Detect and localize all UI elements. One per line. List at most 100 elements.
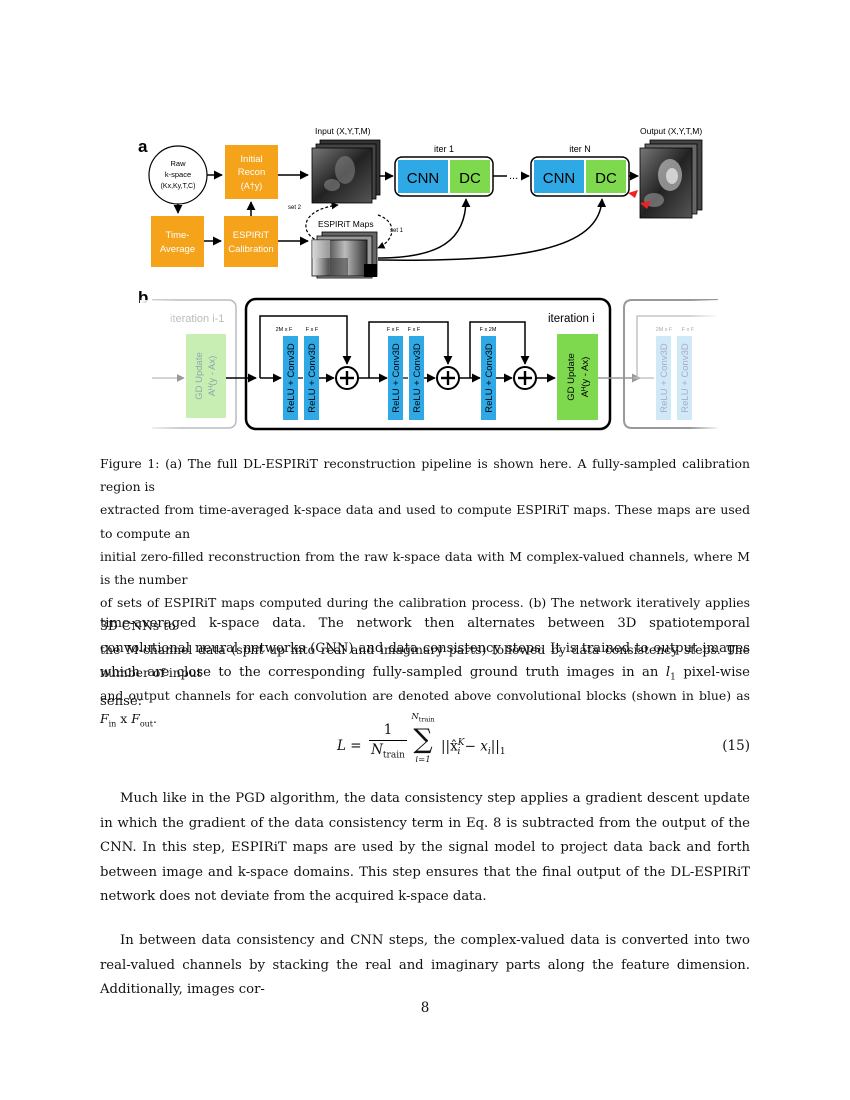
eq-term-rest-sub: i [487, 747, 491, 758]
ch-label-4: F x F [408, 327, 421, 333]
time-average-box: Time- Average [151, 216, 204, 267]
conv-label-2: ReLU + Conv3D [307, 343, 318, 413]
next-conv-label-1: ReLU + Conv3D [659, 343, 670, 413]
conv-block-3 [388, 336, 403, 420]
eq-lhs: L = [337, 738, 362, 754]
body-paragraph-3: In between data consistency and CNN step… [100, 929, 750, 1003]
prev-gd-update-line1: GD Update [194, 352, 205, 400]
iterN-cnn-label: CNN [543, 170, 576, 187]
panel-a: a Raw k-space (Kx,Ky,T,C) Initial Recon … [138, 126, 703, 279]
espirit-calibration-box: ESPIRiT Calibration [224, 216, 278, 267]
output-image-stack [628, 139, 703, 219]
add-node-3 [513, 366, 537, 390]
next-ch-label-1: 2M x F [656, 327, 673, 333]
input-label: Input (X,Y,T,M) [315, 126, 371, 136]
add-node-1 [335, 366, 359, 390]
prev-iteration-label: iteration i-1 [170, 313, 224, 325]
figure-1: a Raw k-space (Kx,Ky,T,C) Initial Recon … [138, 126, 720, 431]
espirit-calibration-line1: ESPIRiT [233, 230, 270, 241]
equation-15: L = 1 Ntrain Ntrain ∑ i=1 ||x̂Ki − xi||1… [100, 712, 750, 778]
conv-block-5 [481, 336, 496, 420]
iterN-block: CNN DC [530, 156, 630, 197]
eq-numerator: 1 [383, 722, 393, 738]
caption-last-line-text: and output channels for each convolution… [100, 688, 750, 704]
body-paragraph-1: time-averaged k-space data. The network … [100, 612, 750, 715]
iter1-cnn-label: CNN [407, 170, 440, 187]
initial-recon-line2: Recon [238, 167, 265, 178]
conv-label-4: ReLU + Conv3D [412, 343, 423, 413]
gd-update-block [557, 334, 598, 420]
time-average-line2: Average [160, 244, 195, 255]
ch-label-3: F x F [387, 327, 400, 333]
ch-label-2: F x F [306, 327, 319, 333]
page-number: 8 [420, 1000, 430, 1016]
prev-gd-update-line2: Aᴴ(y - Ax) [207, 356, 218, 397]
times-separator: x [116, 711, 132, 727]
l1-subscript: 1 [670, 672, 676, 683]
next-conv-block-2 [677, 336, 692, 420]
eq-sum: Ntrain ∑ i=1 [409, 712, 437, 765]
next-ch-label-2: F x F [682, 327, 695, 333]
raw-kspace-line3: (Kx,Ky,T,C) [161, 183, 196, 190]
espirit-calibration-line2: Calibration [228, 244, 273, 255]
ch-label-5: F x 2M [480, 327, 497, 333]
iteration-i-label: iteration i [548, 313, 595, 325]
panel-b: b iteration i-1 GD Update Aᴴ(y - Ax) ite… [138, 288, 720, 431]
eq-term-sup: K [457, 738, 465, 748]
raw-kspace-node: Raw k-space (Kx,Ky,T,C) [148, 145, 208, 205]
iter1-dc-label: DC [459, 170, 481, 187]
iteration-i-block: iteration i 2M x F F x F F x F F x F F x… [244, 297, 612, 431]
initial-recon-line3: (A†y) [241, 181, 263, 191]
f-in-subscript: in [108, 719, 117, 729]
equation-number: (15) [722, 738, 750, 754]
conv-label-5: ReLU + Conv3D [484, 343, 495, 413]
sigma-symbol: ∑ [413, 723, 433, 755]
conv-label-1: ReLU + Conv3D [286, 343, 297, 413]
add-node-2 [436, 366, 460, 390]
panel-b-label: b [138, 288, 148, 307]
caption-line-2: extracted from time-averaged k-space dat… [100, 502, 750, 541]
time-average-line1: Time- [166, 230, 190, 241]
caption-line-6: and output channels for each convolution… [100, 684, 750, 736]
eq-sum-lower: i=1 [415, 754, 431, 765]
conv-block-2 [304, 336, 319, 420]
set2-label: set 2 [288, 205, 302, 211]
eq-norm-sub: 1 [499, 747, 506, 758]
next-conv-label-2: ReLU + Conv3D [680, 343, 691, 413]
para3-text: In between data consistency and CNN step… [100, 933, 750, 998]
eq-fraction: 1 Ntrain [369, 722, 407, 765]
para1-text-b: pixel-wise sense: [100, 665, 750, 710]
output-label: Output (X,Y,T,M) [640, 126, 702, 136]
gd-update-line2: Aᴴ(y - Ax) [580, 357, 591, 398]
figure-caption: Figure 1: (a) The full DL-ESPIRiT recons… [100, 452, 750, 736]
conv-label-3: ReLU + Conv3D [391, 343, 402, 413]
l1-symbol: l [665, 665, 671, 681]
body-paragraph-2: Much like in the PGD algorithm, the data… [100, 787, 750, 910]
eq-denominator-sub: train [382, 750, 405, 761]
caption-line-1: Figure 1: (a) The full DL-ESPIRiT recons… [100, 456, 750, 495]
para2-text: Much like in the PGD algorithm, the data… [100, 791, 750, 905]
espirit-maps-stack [311, 231, 378, 279]
iter1-block: CNN DC [394, 156, 494, 197]
next-iteration-block: 2M x F F x F ReLU + Conv3D ReLU + Conv3D [623, 299, 720, 430]
initial-recon-line1: Initial [240, 154, 262, 165]
iter1-label: iter 1 [434, 144, 454, 154]
caption-end-period: . [153, 711, 157, 727]
eq-term-sub: i [457, 747, 461, 758]
prev-iteration-block: iteration i-1 GD Update Aᴴ(y - Ax) [140, 299, 237, 430]
gd-update-line1: GD Update [566, 353, 577, 401]
f-in-symbol: F [100, 711, 109, 727]
espirit-maps-label: ESPIRiT Maps [318, 219, 374, 229]
eq-term-rest: − x [460, 738, 488, 755]
raw-kspace-line1: Raw [170, 159, 186, 168]
raw-kspace-line2: k-space [165, 170, 191, 179]
eq-term-start: ||x̂ [441, 738, 458, 755]
f-out-symbol: F [131, 711, 140, 727]
caption-line-4: of sets of ESPIRiT maps computed during … [100, 595, 750, 634]
set1-label: set 1 [390, 228, 404, 234]
f-out-subscript: out [139, 719, 153, 729]
panel-a-label: a [138, 137, 148, 156]
eq-term: ||x̂Ki − xi||1 [441, 738, 506, 757]
eq-denominator: N [371, 742, 383, 758]
